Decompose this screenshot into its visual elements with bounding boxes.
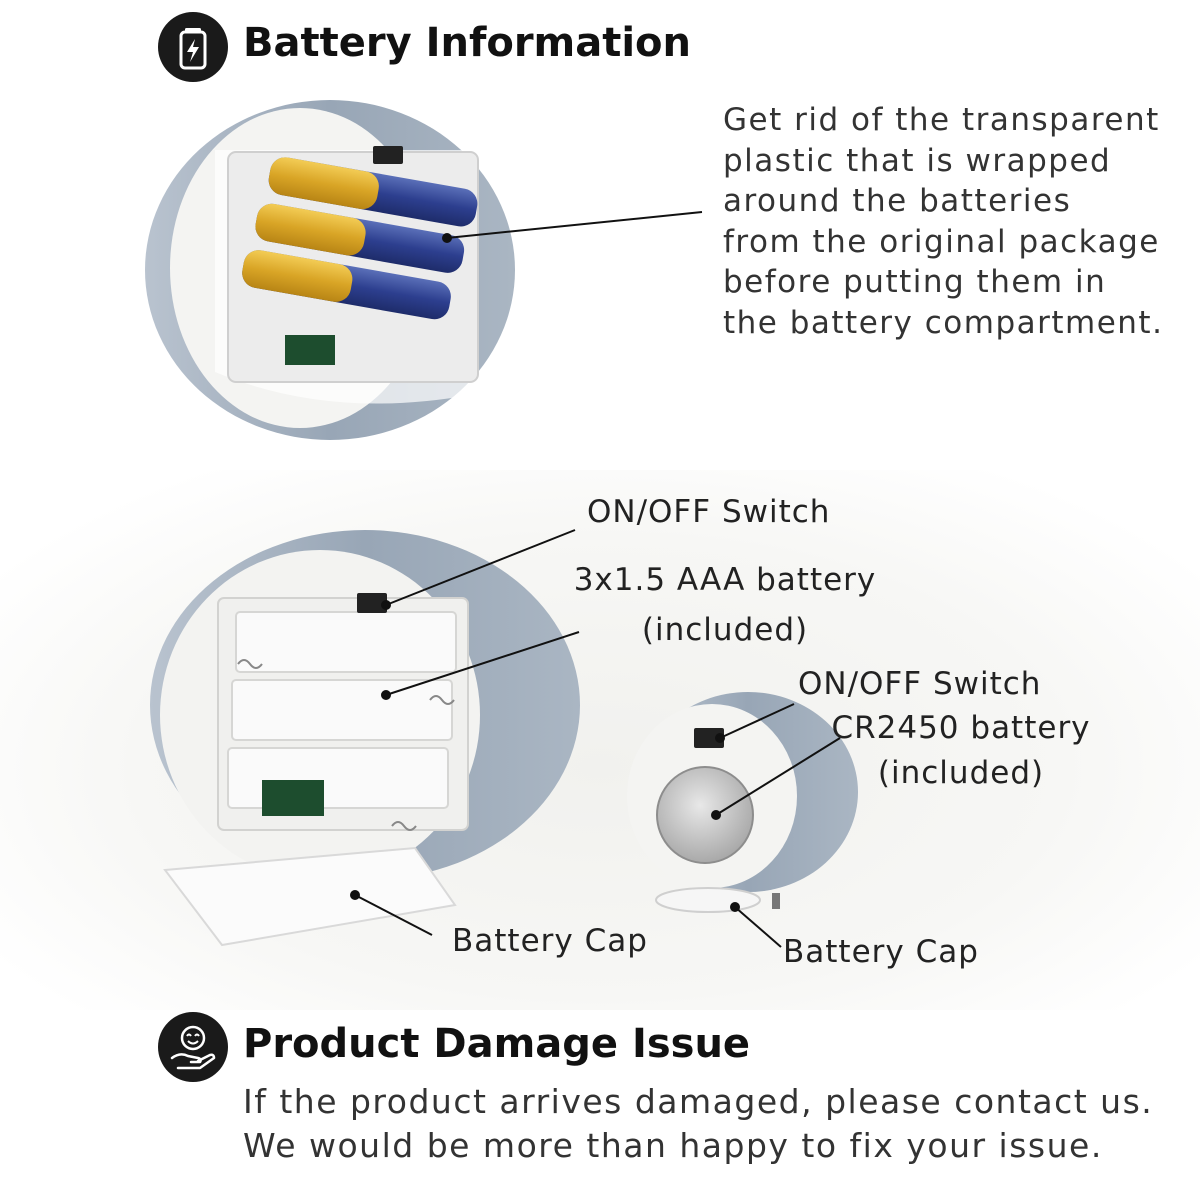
small-candle-image	[627, 692, 858, 913]
small-switch-label: ON/OFF Switch	[798, 666, 1042, 702]
small-battery-label: CR2450 battery (included)	[830, 710, 1092, 791]
damage-text-line: If the product arrives damaged, please c…	[243, 1082, 1154, 1121]
note-line: plastic that is wrapped	[723, 142, 1112, 179]
battery-charging-icon	[158, 12, 228, 82]
hand-smile-icon	[158, 1012, 228, 1082]
battery-label-line: (included)	[877, 755, 1045, 791]
damage-text-line: We would be more than happy to fix your …	[243, 1126, 1103, 1165]
large-candle-image	[150, 530, 580, 947]
large-battery-label: 3x1.5 AAA battery (included)	[560, 562, 890, 648]
damage-text: If the product arrives damaged, please c…	[243, 1080, 1153, 1168]
small-cap-label: Battery Cap	[783, 934, 979, 970]
leader-lines	[350, 211, 841, 948]
damage-title: Product Damage Issue	[243, 1021, 751, 1067]
note-line: the battery compartment.	[723, 304, 1164, 341]
large-cap-label: Battery Cap	[452, 923, 648, 959]
note-line: from the original package	[723, 223, 1160, 260]
large-switch-label: ON/OFF Switch	[587, 494, 831, 530]
note-line: Get rid of the transparent	[723, 102, 1160, 138]
battery-wrap-note: Get rid of the transparent plastic that …	[723, 100, 1163, 343]
battery-label-line: 3x1.5 AAA battery	[573, 562, 877, 598]
note-line: around the batteries	[723, 183, 1072, 219]
note-line: before putting them in	[723, 264, 1107, 300]
battery-info-title: Battery Information	[243, 20, 692, 66]
battery-label-line: (included)	[641, 612, 809, 648]
battery-label-line: CR2450 battery	[831, 710, 1091, 746]
top-candle-image	[145, 100, 515, 440]
